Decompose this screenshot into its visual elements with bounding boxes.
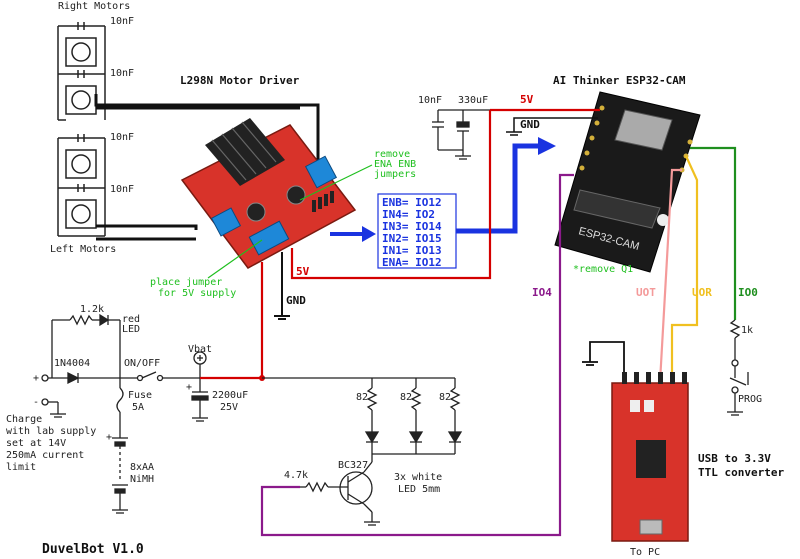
leds-label-2: LED 5mm xyxy=(398,484,440,495)
io4-wire xyxy=(260,173,574,537)
io4-label: IO4 xyxy=(532,286,552,299)
plus-terminal-label: + xyxy=(33,373,39,384)
fuse-label-1: Fuse xyxy=(128,390,152,401)
pin-map-row: ENB= IO12 xyxy=(382,196,442,209)
place-jumper-pointer xyxy=(207,239,263,279)
led-resistor-2-label: 82 xyxy=(400,392,412,403)
cap-label-2: 10nF xyxy=(110,68,134,79)
converter-gnd xyxy=(582,341,625,372)
cap-label-4: 10nF xyxy=(110,184,134,195)
diode-label: 1N4004 xyxy=(54,358,90,369)
l298n-board xyxy=(180,118,357,269)
led-resistor-3-label: 82 xyxy=(439,392,451,403)
uot-wire xyxy=(658,168,682,383)
battery-input-circuit xyxy=(41,313,262,514)
prog-label: PROG xyxy=(738,394,762,405)
top-power-caps xyxy=(432,109,490,160)
bulk-cap-voltage: 25V xyxy=(220,402,238,413)
charge-note: Charge with lab supply set at 14V 250mA … xyxy=(6,414,96,473)
cap-label-3: 10nF xyxy=(110,132,134,143)
pin-map-row: ENA= IO12 xyxy=(382,256,442,269)
v5-driver-label: 5V xyxy=(296,265,310,278)
converter-title-2: TTL converter xyxy=(698,466,784,479)
svg-text:limit: limit xyxy=(6,462,36,473)
cap-label-1: 10nF xyxy=(110,16,134,27)
base-resistor-label: 4.7k xyxy=(284,470,308,481)
to-pc-label: To PC xyxy=(630,547,660,558)
led-driver-circuit xyxy=(262,377,463,526)
svg-text:with lab supply: with lab supply xyxy=(6,426,96,437)
left-motors-label: Left Motors xyxy=(50,244,116,255)
left-motors xyxy=(57,134,106,237)
pin-map: ENB= IO12 IN4= IO2 IN3= IO14 IN2= IO15 I… xyxy=(382,196,442,269)
io0-wire xyxy=(690,146,737,320)
svg-text:Charge: Charge xyxy=(6,414,42,425)
transistor-label: BC327 xyxy=(338,460,368,471)
io0-label: IO0 xyxy=(738,286,758,299)
esp32-title: AI Thinker ESP32-CAM xyxy=(553,74,686,87)
converter-title-1: USB to 3.3V xyxy=(698,452,771,465)
red-led-label-2: LED xyxy=(122,324,140,335)
pin-map-row: IN1= IO13 xyxy=(382,244,442,257)
gnd-top-wire xyxy=(506,117,598,136)
remove-jumpers-note: remove ENA ENB jumpers xyxy=(374,149,416,180)
battery-label-2: NiMH xyxy=(130,474,154,485)
fuse-label-2: 5A xyxy=(132,402,144,413)
led-resistor-1-label: 82 xyxy=(356,392,368,403)
svg-text:for 5V supply: for 5V supply xyxy=(158,288,236,299)
motor-driver-title: L298N Motor Driver xyxy=(180,74,300,87)
gnd-driver-wire xyxy=(274,252,290,320)
right-motors-label: Right Motors xyxy=(58,1,130,12)
cap-330uf-label: 330uF xyxy=(458,95,488,106)
motor-wires xyxy=(94,94,320,241)
pin-map-row: IN3= IO14 xyxy=(382,220,442,233)
vbat-label: Vbat xyxy=(188,344,212,355)
power-5v-wires xyxy=(260,108,600,378)
battery-label-1: 8xAA xyxy=(130,462,154,473)
leds-label-1: 3x white xyxy=(394,472,442,483)
bulk-cap-label: 2200uF xyxy=(212,390,248,401)
diagram-title: DuvelBot V1.0 xyxy=(42,542,144,557)
remove-jumpers-pointer xyxy=(299,164,373,201)
battery-plus-label: + xyxy=(106,432,112,443)
uot-label: UOT xyxy=(636,286,656,299)
v5-top-label: 5V xyxy=(520,93,534,106)
red-led-label-1: red xyxy=(122,314,140,325)
usb-ttl-converter xyxy=(611,372,689,542)
minus-terminal-label: - xyxy=(33,397,39,408)
place-jumper-note: place jumper for 5V supply xyxy=(150,277,236,299)
esp32-cam-board: ESP32-CAM xyxy=(554,91,701,273)
remove-q1-note: *remove Q1 xyxy=(573,264,633,275)
svg-text:250mA current: 250mA current xyxy=(6,450,84,461)
prog-circuit xyxy=(727,319,749,416)
gnd-top-label: GND xyxy=(520,118,540,131)
gnd-driver-label: GND xyxy=(286,294,306,307)
svg-text:remove: remove xyxy=(374,149,410,160)
led-resistor-label: 1.2k xyxy=(80,304,104,315)
svg-text:place jumper: place jumper xyxy=(150,277,222,288)
switch-label: ON/OFF xyxy=(124,358,160,369)
cap-10nf-label: 10nF xyxy=(418,95,442,106)
svg-text:jumpers: jumpers xyxy=(374,169,416,180)
pin-map-row: IN4= IO2 xyxy=(382,208,435,221)
pin-map-box xyxy=(377,193,457,269)
pin-map-row: IN2= IO15 xyxy=(382,232,442,245)
svg-text:set at 14V: set at 14V xyxy=(6,438,66,449)
right-motors xyxy=(57,22,106,121)
blue-signal-arrows xyxy=(330,137,556,242)
bulk-cap-plus: + xyxy=(186,382,192,393)
prog-resistor-label: 1k xyxy=(741,325,753,336)
uor-label: UOR xyxy=(692,286,712,299)
uor-wire xyxy=(670,155,699,382)
svg-text:ENA ENB: ENA ENB xyxy=(374,159,416,170)
